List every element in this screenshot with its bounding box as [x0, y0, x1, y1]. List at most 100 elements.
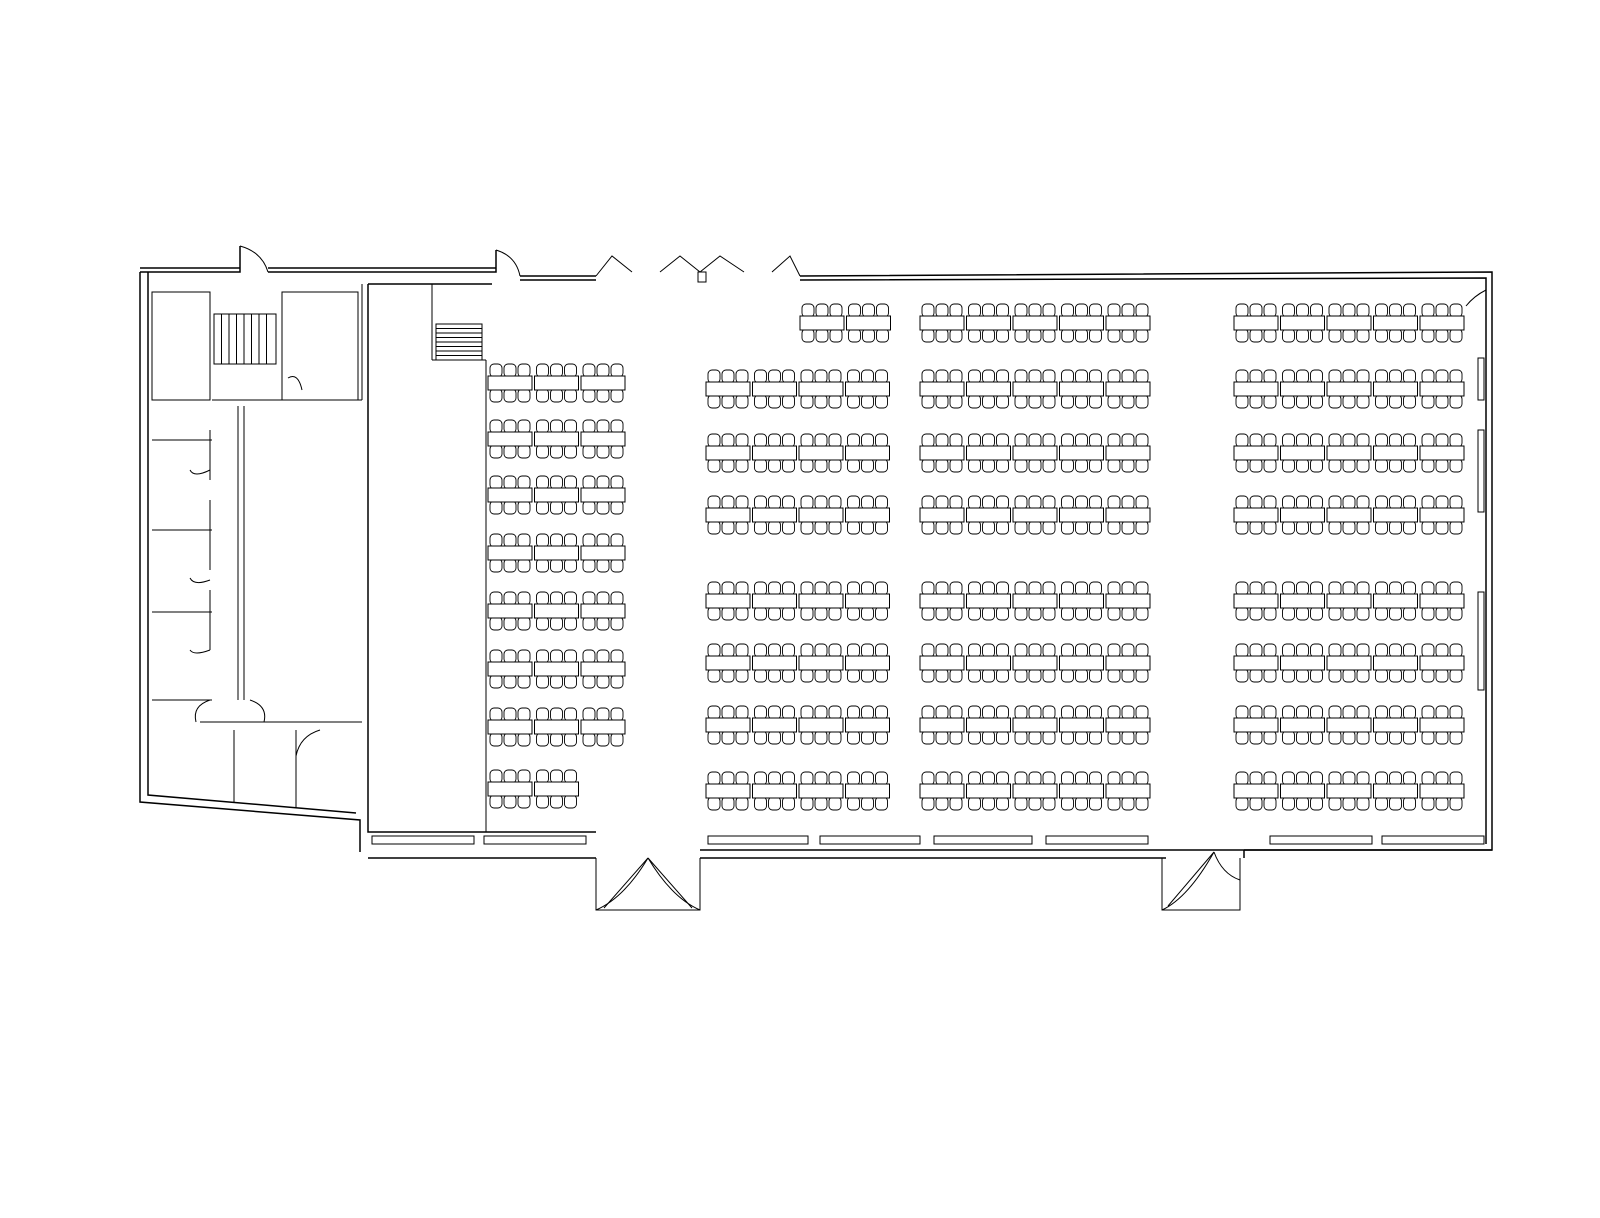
chair	[949, 369, 963, 384]
chair	[1403, 705, 1416, 720]
chair	[1249, 394, 1263, 409]
chair	[1403, 581, 1416, 596]
table-group	[487, 419, 533, 459]
chair	[1249, 520, 1263, 535]
chair	[1235, 796, 1249, 811]
chair	[996, 328, 1009, 343]
chair	[1282, 394, 1295, 409]
chair	[1296, 458, 1309, 473]
table-group	[705, 643, 751, 683]
chair	[1014, 495, 1028, 510]
table	[1280, 655, 1325, 671]
chair	[1435, 369, 1449, 384]
chair	[1389, 730, 1402, 745]
table-group	[580, 707, 626, 747]
chair	[1061, 771, 1074, 786]
chair	[1235, 433, 1249, 448]
chair	[1042, 303, 1056, 318]
chair	[1089, 771, 1102, 786]
chair	[1310, 668, 1323, 683]
chair	[1107, 303, 1121, 318]
chair	[610, 732, 624, 747]
chair	[536, 649, 549, 664]
table-group	[580, 419, 626, 459]
chair	[517, 444, 531, 459]
table	[1280, 381, 1325, 397]
chair	[1089, 520, 1102, 535]
chair	[1028, 328, 1042, 343]
chair	[1061, 495, 1074, 510]
chair	[1296, 328, 1309, 343]
chair	[782, 643, 795, 658]
table-group	[919, 369, 965, 409]
table-group	[534, 591, 579, 631]
table-group	[1326, 705, 1372, 745]
chair	[754, 495, 767, 510]
chair	[1263, 581, 1277, 596]
chair	[982, 705, 995, 720]
chair	[968, 771, 981, 786]
chair	[503, 674, 517, 689]
chair	[1061, 606, 1074, 621]
chair	[1296, 606, 1309, 621]
chair	[707, 796, 721, 811]
chair	[1282, 643, 1295, 658]
chair	[828, 458, 842, 473]
chair	[935, 705, 949, 720]
table	[1373, 655, 1418, 671]
chair	[1075, 581, 1088, 596]
table-group	[1419, 303, 1465, 343]
table	[1373, 381, 1418, 397]
chair	[828, 433, 842, 448]
chair	[847, 606, 860, 621]
chair	[503, 533, 517, 548]
chair	[1135, 520, 1149, 535]
chair	[1014, 369, 1028, 384]
chair	[489, 616, 503, 631]
table	[705, 593, 751, 609]
chair	[1310, 520, 1323, 535]
chair	[1042, 730, 1056, 745]
chair	[968, 303, 981, 318]
table-group	[845, 369, 890, 409]
chair	[921, 394, 935, 409]
table	[1419, 507, 1465, 523]
chair	[921, 495, 935, 510]
chair	[735, 668, 749, 683]
chair	[1107, 520, 1121, 535]
chair	[847, 433, 860, 448]
table-group	[1059, 771, 1104, 811]
table	[1059, 655, 1104, 671]
table-group	[752, 433, 797, 473]
chair	[1135, 394, 1149, 409]
chair	[1310, 705, 1323, 720]
table	[1280, 445, 1325, 461]
chair	[782, 369, 795, 384]
table	[534, 661, 579, 677]
chair	[996, 495, 1009, 510]
table-group	[752, 495, 797, 535]
chair	[949, 581, 963, 596]
chair	[1014, 581, 1028, 596]
chair	[1389, 705, 1402, 720]
chair	[582, 363, 596, 378]
chair	[596, 500, 610, 515]
chair	[1356, 394, 1370, 409]
chair	[814, 668, 828, 683]
chair	[1342, 328, 1356, 343]
table-group	[919, 705, 965, 745]
table-group	[798, 771, 844, 811]
chair	[1421, 369, 1435, 384]
chair	[489, 444, 503, 459]
chair	[489, 707, 503, 722]
chair	[1328, 705, 1342, 720]
window	[1045, 835, 1149, 845]
chair	[1135, 606, 1149, 621]
chair	[1342, 369, 1356, 384]
chair	[721, 771, 735, 786]
chair	[1249, 668, 1263, 683]
table	[1326, 445, 1372, 461]
chair	[1235, 581, 1249, 596]
chair	[1121, 495, 1135, 510]
table	[1105, 783, 1151, 799]
